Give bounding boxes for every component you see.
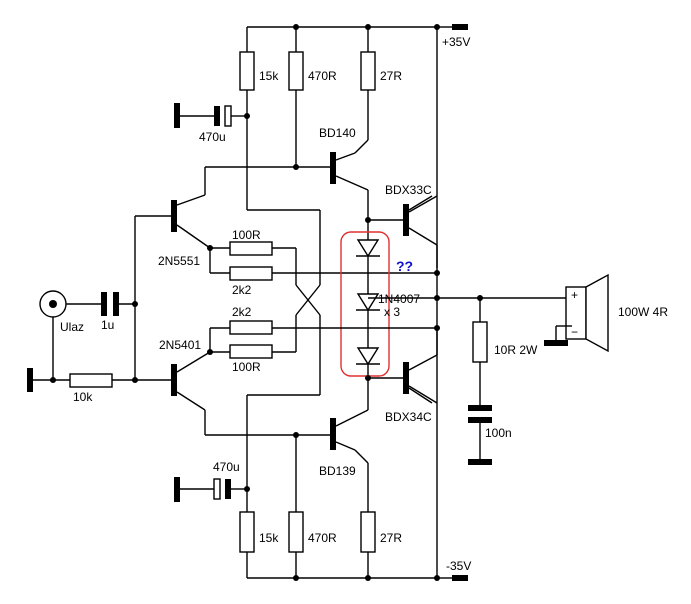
label-100n: 100n — [485, 426, 512, 440]
resistor-10r-2w — [472, 321, 488, 363]
diode-3 — [356, 347, 380, 366]
diode-highlight-box — [340, 231, 390, 377]
resistor-27r-bottom — [360, 511, 376, 553]
diode-1 — [356, 239, 380, 258]
annotation-question: ?? — [396, 258, 413, 274]
resistor-2k2-bottom — [229, 320, 273, 335]
label-bdx33c: BDX33C — [385, 183, 432, 197]
label-bdx34c: BDX34C — [385, 410, 432, 424]
diode-2 — [356, 293, 380, 312]
label-470r-top: 470R — [308, 69, 337, 83]
label-2k2-top: 2k2 — [232, 283, 252, 297]
label-27r-top: 27R — [380, 69, 402, 83]
label-speaker-minus: − — [571, 325, 578, 339]
resistor-470r-bottom — [288, 511, 304, 553]
label-27r-bottom: 27R — [380, 531, 402, 545]
capacitor-470u-bottom — [213, 478, 221, 500]
label-speaker-plus: + — [571, 288, 578, 302]
resistor-15k-top — [239, 51, 255, 91]
label-1u: 1u — [101, 318, 114, 332]
label-10k: 10k — [73, 390, 93, 404]
label-15k-bottom: 15k — [259, 531, 279, 545]
label-470u-bottom: 470u — [213, 460, 240, 474]
resistor-100r-bottom — [229, 344, 273, 359]
label-100r-top: 100R — [232, 228, 261, 242]
resistor-470r-top — [288, 51, 304, 91]
label-vminus: -35V — [446, 559, 471, 573]
resistor-15k-bottom — [239, 511, 255, 553]
label-x3: x 3 — [384, 305, 400, 319]
resistor-10k — [69, 373, 113, 388]
speaker-cone — [585, 273, 609, 353]
label-speaker: 100W 4R — [618, 305, 668, 319]
label-10r-2w: 10R 2W — [494, 343, 538, 357]
label-2k2-bottom: 2k2 — [232, 305, 252, 319]
label-ulaz: Ulaz — [60, 320, 84, 334]
resistor-2k2-top — [229, 266, 273, 281]
label-2n5551: 2N5551 — [158, 254, 200, 268]
label-2n5401: 2N5401 — [159, 338, 201, 352]
resistor-27r-top — [360, 51, 376, 91]
label-1n4007: 1N4007 — [378, 292, 420, 306]
label-15k-top: 15k — [259, 69, 279, 83]
label-bd140: BD140 — [319, 126, 356, 140]
label-bd139: BD139 — [319, 464, 356, 478]
resistor-100r-top — [229, 241, 273, 256]
label-470u-top: 470u — [199, 130, 226, 144]
label-470r-bottom: 470R — [308, 531, 337, 545]
junction-dots — [50, 24, 483, 581]
label-100r-bottom: 100R — [232, 360, 261, 374]
label-vplus: +35V — [442, 35, 470, 49]
